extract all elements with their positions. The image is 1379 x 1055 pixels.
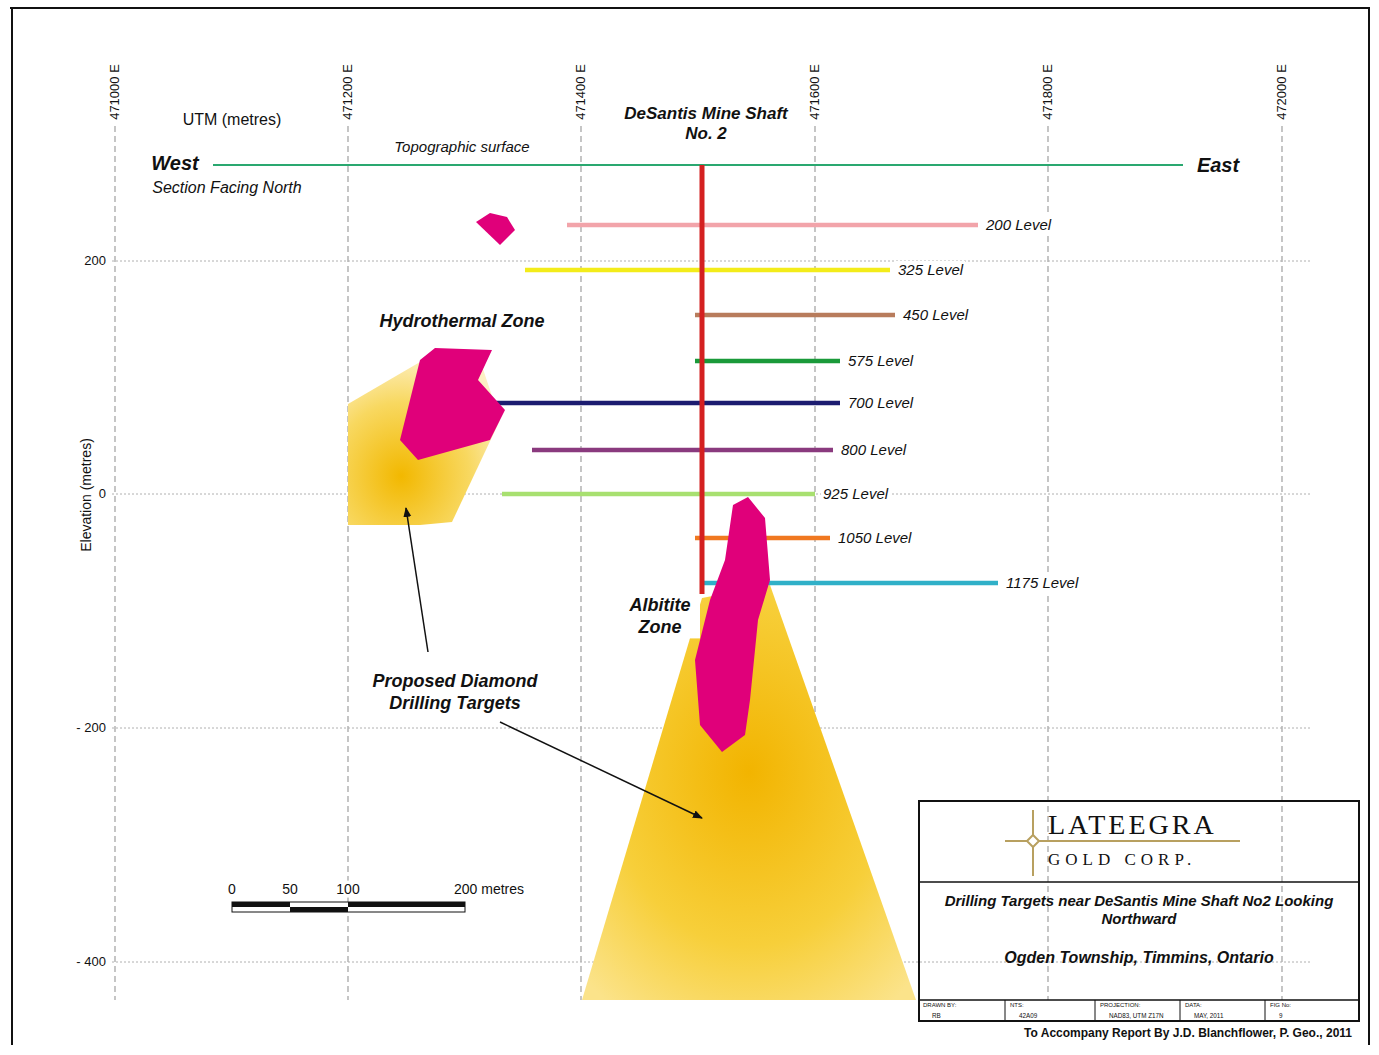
field-name: PROJECTION: xyxy=(1100,1002,1140,1009)
field-name: FIG No: xyxy=(1270,1002,1291,1009)
elevation-label: 0 xyxy=(97,486,108,502)
level-label: 1175 Level xyxy=(1004,574,1080,592)
elevation-label: - 400 xyxy=(74,954,108,970)
zone-label: Albitite Zone xyxy=(620,595,700,638)
report-note: To Accompany Report By J.D. Blanchflower… xyxy=(1022,1026,1354,1040)
field-name: DRAWN BY: xyxy=(923,1002,956,1009)
target-label: Proposed Diamond Drilling Targets xyxy=(355,671,555,714)
field-value: NAD83, UTM Z17N xyxy=(1109,1012,1164,1020)
field-value: 42A09 xyxy=(1019,1012,1037,1020)
easting-label: 471200 E xyxy=(340,62,356,122)
title-block: LATEEGRA GOLD CORP. Drilling Targets near … xyxy=(918,800,1360,1022)
easting-label: 471400 E xyxy=(573,62,589,122)
figure-title: Drilling Targets near DeSantis Mine Shaf… xyxy=(926,892,1352,928)
level-label: 200 Level xyxy=(984,216,1053,234)
elevation-label: - 200 xyxy=(74,720,108,736)
field-name: DATA: xyxy=(1185,1002,1202,1009)
zone-label: Hydrothermal Zone xyxy=(377,311,547,333)
scale-label: 100 xyxy=(334,881,361,898)
easting-label: 471800 E xyxy=(1040,62,1056,122)
level-label: 700 Level xyxy=(846,394,915,412)
level-label: 575 Level xyxy=(846,352,915,370)
leader-arrows xyxy=(406,508,702,818)
scale-label: 0 xyxy=(226,881,238,898)
frame xyxy=(10,8,1370,1045)
shaft-label: DeSantis Mine Shaft No. 2 xyxy=(621,104,791,145)
company-name: GOLD CORP. xyxy=(1048,850,1196,870)
direction-label: West xyxy=(149,151,200,175)
grid-eastings xyxy=(115,126,1282,1000)
direction-label: East xyxy=(1195,153,1241,177)
level-label: 325 Level xyxy=(896,261,965,279)
field-name: NTS: xyxy=(1010,1002,1024,1009)
field-value: RB xyxy=(932,1012,941,1020)
easting-label: 472000 E xyxy=(1274,62,1290,122)
easting-label: 471600 E xyxy=(807,62,823,122)
surface-label: Topographic surface xyxy=(392,138,531,156)
scale-bar xyxy=(232,902,465,912)
level-label: 1050 Level xyxy=(836,529,913,547)
scale-label: 200 metres xyxy=(452,881,526,898)
level-label: 800 Level xyxy=(839,441,908,459)
axis-title: UTM (metres) xyxy=(181,110,284,129)
elevation-label: 200 xyxy=(82,253,108,269)
level-label: 450 Level xyxy=(901,306,970,324)
title-block-lines xyxy=(918,882,1360,1022)
easting-label: 471000 E xyxy=(107,62,123,122)
mine-shaft xyxy=(700,165,705,594)
scale-label: 50 xyxy=(280,881,300,898)
company-name: LATEEGRA xyxy=(1048,808,1217,842)
level-label: 925 Level xyxy=(821,485,890,503)
section-note: Section Facing North xyxy=(150,178,303,197)
topographic-surface xyxy=(213,164,1183,166)
field-value: MAY, 2011 xyxy=(1194,1012,1223,1020)
field-value: 9 xyxy=(1279,1012,1283,1020)
axis-title: Elevation (metres) xyxy=(78,436,95,554)
figure-location: Ogden Township, Timmins, Ontario xyxy=(926,948,1352,967)
